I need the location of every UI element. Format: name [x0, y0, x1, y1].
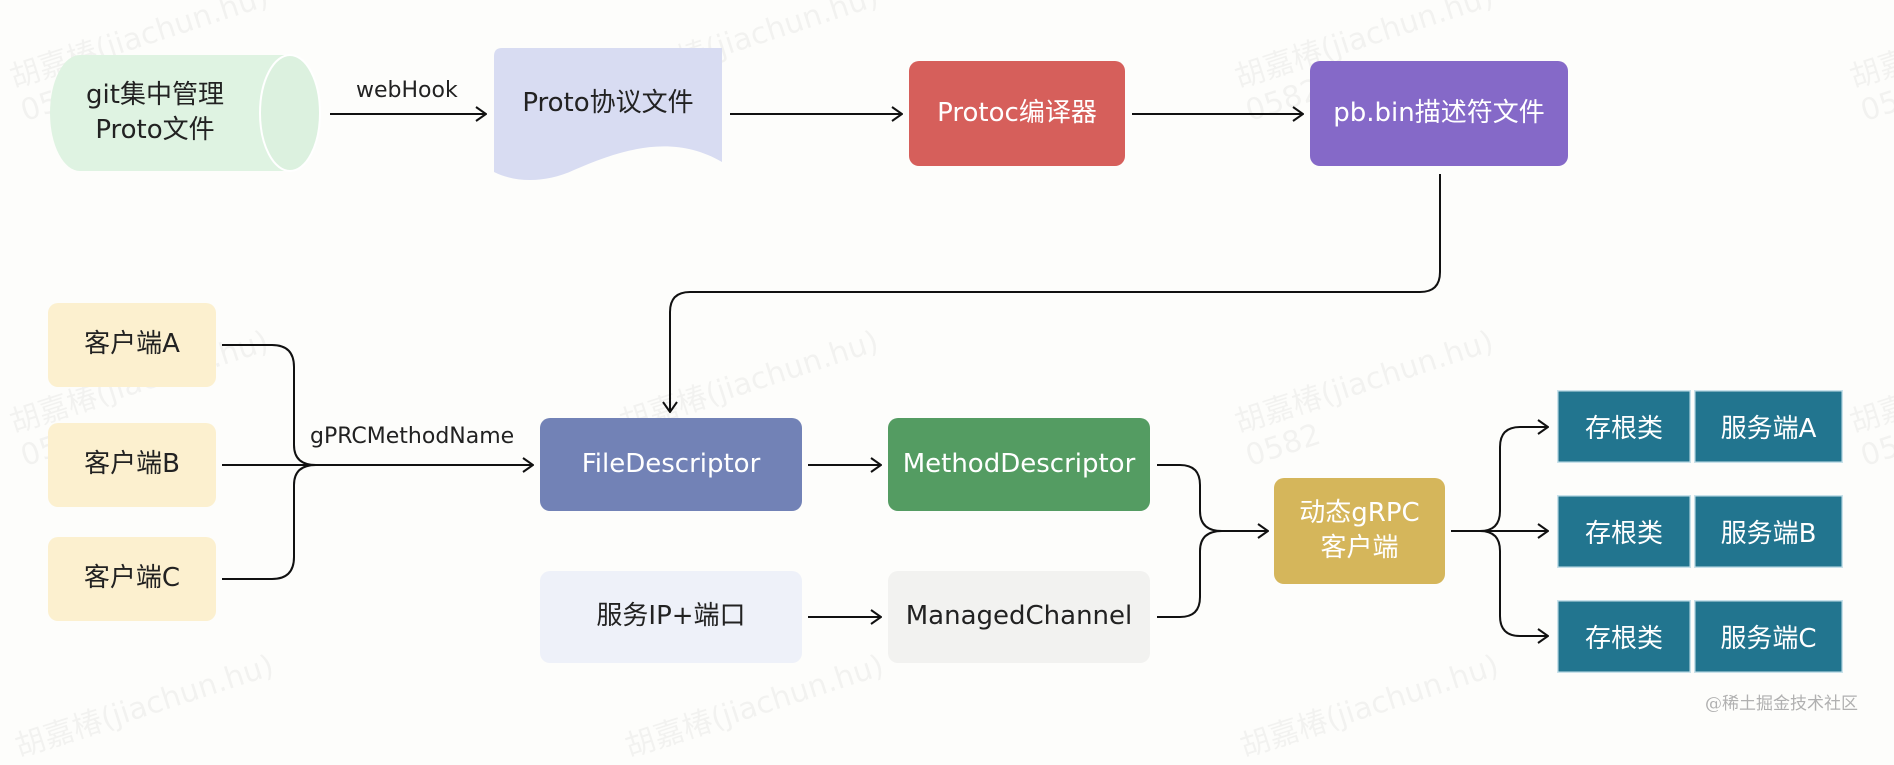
method-descriptor-label: MethodDescriptor [902, 448, 1136, 479]
edge-pbbin-to-filedescriptor [670, 174, 1441, 412]
service-ip-port-node: 服务IP+端口 [540, 571, 802, 663]
connectors [222, 0, 1894, 724]
server-b: 服务端B [1694, 495, 1843, 568]
git-repo-cylinder: git集中管理 Proto文件 [50, 54, 322, 172]
dynamic-client-line2: 客户端 [1320, 533, 1399, 563]
edge-managedchannel-merge [1157, 530, 1223, 618]
edge-client-a [222, 344, 317, 466]
dynamic-grpc-client-node: 动态gRPC 客户端 [1274, 478, 1445, 584]
grpc-method-name-label: gPRCMethodName [310, 424, 515, 449]
edge-to-server-a [1479, 427, 1548, 532]
client-b-node: 客户端B [48, 423, 216, 507]
document-shape [494, 48, 722, 180]
file-descriptor-label: FileDescriptor [581, 448, 761, 479]
server-b-group: 存根类 服务端B [1557, 495, 1843, 568]
file-descriptor-node: FileDescriptor [540, 418, 802, 511]
managed-channel-label: ManagedChannel [905, 601, 1133, 632]
pb-bin-node: pb.bin描述符文件 [1310, 61, 1568, 166]
server-c-group: 存根类 服务端C [1557, 600, 1843, 673]
client-a-label: 客户端A [84, 329, 180, 360]
pb-bin-label: pb.bin描述符文件 [1333, 97, 1545, 128]
edge-methoddescriptor-merge [1157, 464, 1223, 532]
client-c-label: 客户端C [83, 563, 181, 594]
stub-class-b: 存根类 [1557, 495, 1691, 568]
webhook-label: webHook [356, 78, 458, 103]
edge-client-c [222, 464, 317, 580]
managed-channel-node: ManagedChannel [888, 571, 1150, 663]
stub-class-c: 存根类 [1557, 600, 1691, 673]
service-ip-port-label: 服务IP+端口 [596, 601, 746, 632]
protoc-label: Protoc编译器 [937, 97, 1097, 128]
protoc-compiler-node: Protoc编译器 [909, 61, 1125, 166]
client-a-node: 客户端A [48, 303, 216, 387]
proto-file-label: Proto协议文件 [522, 88, 694, 119]
dynamic-client-line1: 动态gRPC [1299, 497, 1420, 528]
edge-to-server-c [1479, 530, 1548, 636]
server-c: 服务端C [1694, 600, 1843, 673]
method-descriptor-node: MethodDescriptor [888, 418, 1150, 511]
server-a-group: 存根类 服务端A [1557, 390, 1843, 463]
proto-file-document: Proto协议文件 [494, 48, 722, 182]
client-b-label: 客户端B [84, 449, 180, 480]
server-a: 服务端A [1694, 390, 1843, 463]
client-c-node: 客户端C [48, 537, 216, 621]
git-repo-line2: Proto文件 [95, 115, 215, 145]
cylinder-shape [50, 54, 321, 172]
git-repo-line1: git集中管理 [86, 79, 224, 110]
source-credit: @稀土掘金技术社区 [1705, 694, 1858, 714]
stub-class-a: 存根类 [1557, 390, 1691, 463]
